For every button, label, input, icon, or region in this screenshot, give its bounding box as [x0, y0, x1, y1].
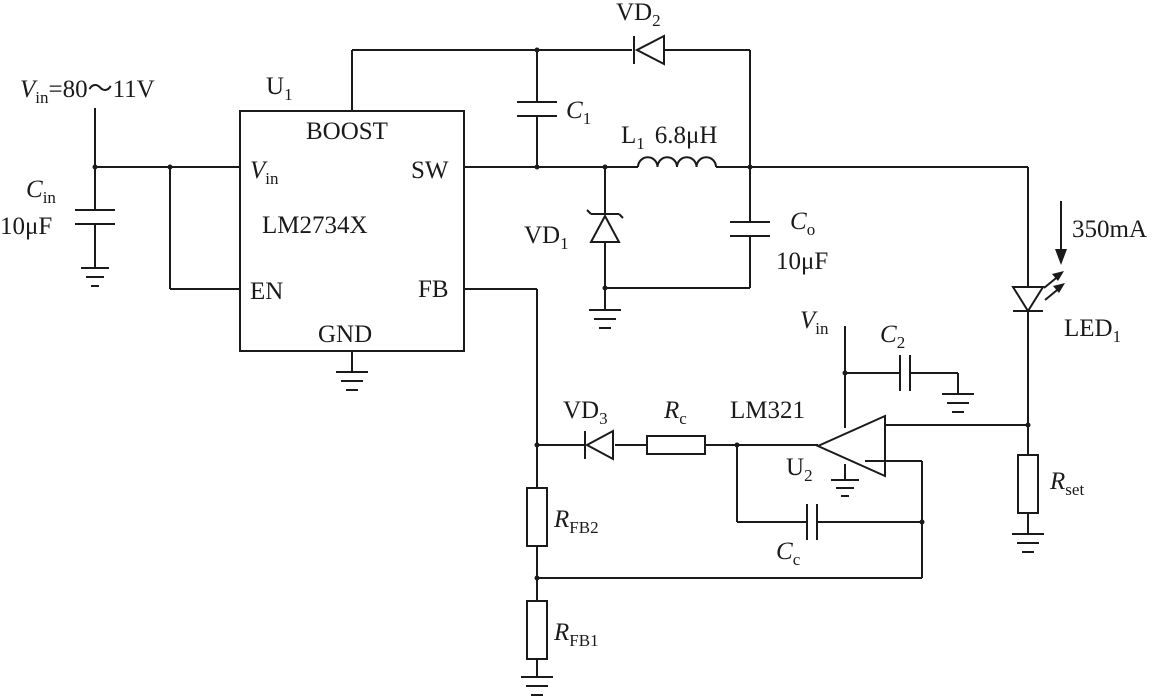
- rset-label: Rset: [1049, 468, 1084, 499]
- cc-label: Cc: [776, 538, 801, 569]
- cin-name-label: Cin: [26, 176, 56, 207]
- co-value-label: 10μF: [776, 248, 828, 275]
- u2-ground: [831, 464, 859, 497]
- cin-ground: [81, 267, 109, 287]
- rfb1-label: RFB1: [553, 619, 599, 650]
- vd1-label: VD1: [524, 222, 569, 253]
- led-current-label: 350mA: [1072, 216, 1147, 243]
- led-emission-arrows: [1043, 271, 1065, 301]
- vd2-label: VD2: [616, 0, 661, 30]
- rfb2-resistor: [526, 487, 548, 601]
- rset-resistor: [1012, 454, 1044, 553]
- u1-ref-label: U1: [266, 73, 293, 104]
- cin-value-label: 10μF: [0, 213, 52, 240]
- fb-wiring: [464, 288, 818, 488]
- sw-rail: [464, 164, 1028, 170]
- rc-resistor: [646, 435, 706, 455]
- u1-boost-pin-label: BOOST: [306, 118, 388, 145]
- u2-vin-label: Vin: [800, 307, 829, 338]
- source-voltage-label: Vin=80～11V: [20, 76, 155, 107]
- c1-label: C1: [566, 97, 591, 128]
- co-name-label: Co: [790, 208, 815, 239]
- rc-label: Rc: [663, 397, 687, 428]
- u1-vin-pin-label: Vin: [250, 157, 279, 188]
- led-string: [1011, 167, 1045, 455]
- vd1-diode: [586, 167, 624, 288]
- vd3-label: VD3: [563, 397, 608, 428]
- u1-part-label: LM2734X: [262, 212, 368, 239]
- u1-ground: [336, 351, 368, 391]
- current-arrow: [1055, 201, 1067, 265]
- u2-part-label: LM321: [730, 397, 805, 424]
- c2-label: C2: [880, 321, 905, 352]
- u1-gnd-pin-label: GND: [318, 321, 372, 348]
- u1-en-pin-label: EN: [250, 278, 283, 305]
- cin-capacitor: [75, 167, 115, 268]
- input-rail: [92, 108, 240, 290]
- cc-compensation: [534, 445, 925, 581]
- u2-supply: [842, 326, 974, 428]
- c1-capacitor: [517, 50, 557, 167]
- vd1-ground: [589, 288, 621, 329]
- u2-ref-label: U2: [786, 454, 813, 485]
- co-capacitor: [602, 167, 770, 291]
- u2-opamp: [815, 414, 1028, 478]
- vd2-diode: [633, 34, 665, 66]
- vd3-diode: [584, 429, 614, 461]
- rfb2-label: RFB2: [553, 506, 599, 537]
- u1-fb-pin-label: FB: [418, 276, 449, 303]
- u1-sw-pin-label: SW: [411, 157, 449, 184]
- rfb1-resistor: [521, 600, 553, 696]
- led-label: LED1: [1064, 315, 1121, 346]
- l1-inductor: [637, 156, 717, 168]
